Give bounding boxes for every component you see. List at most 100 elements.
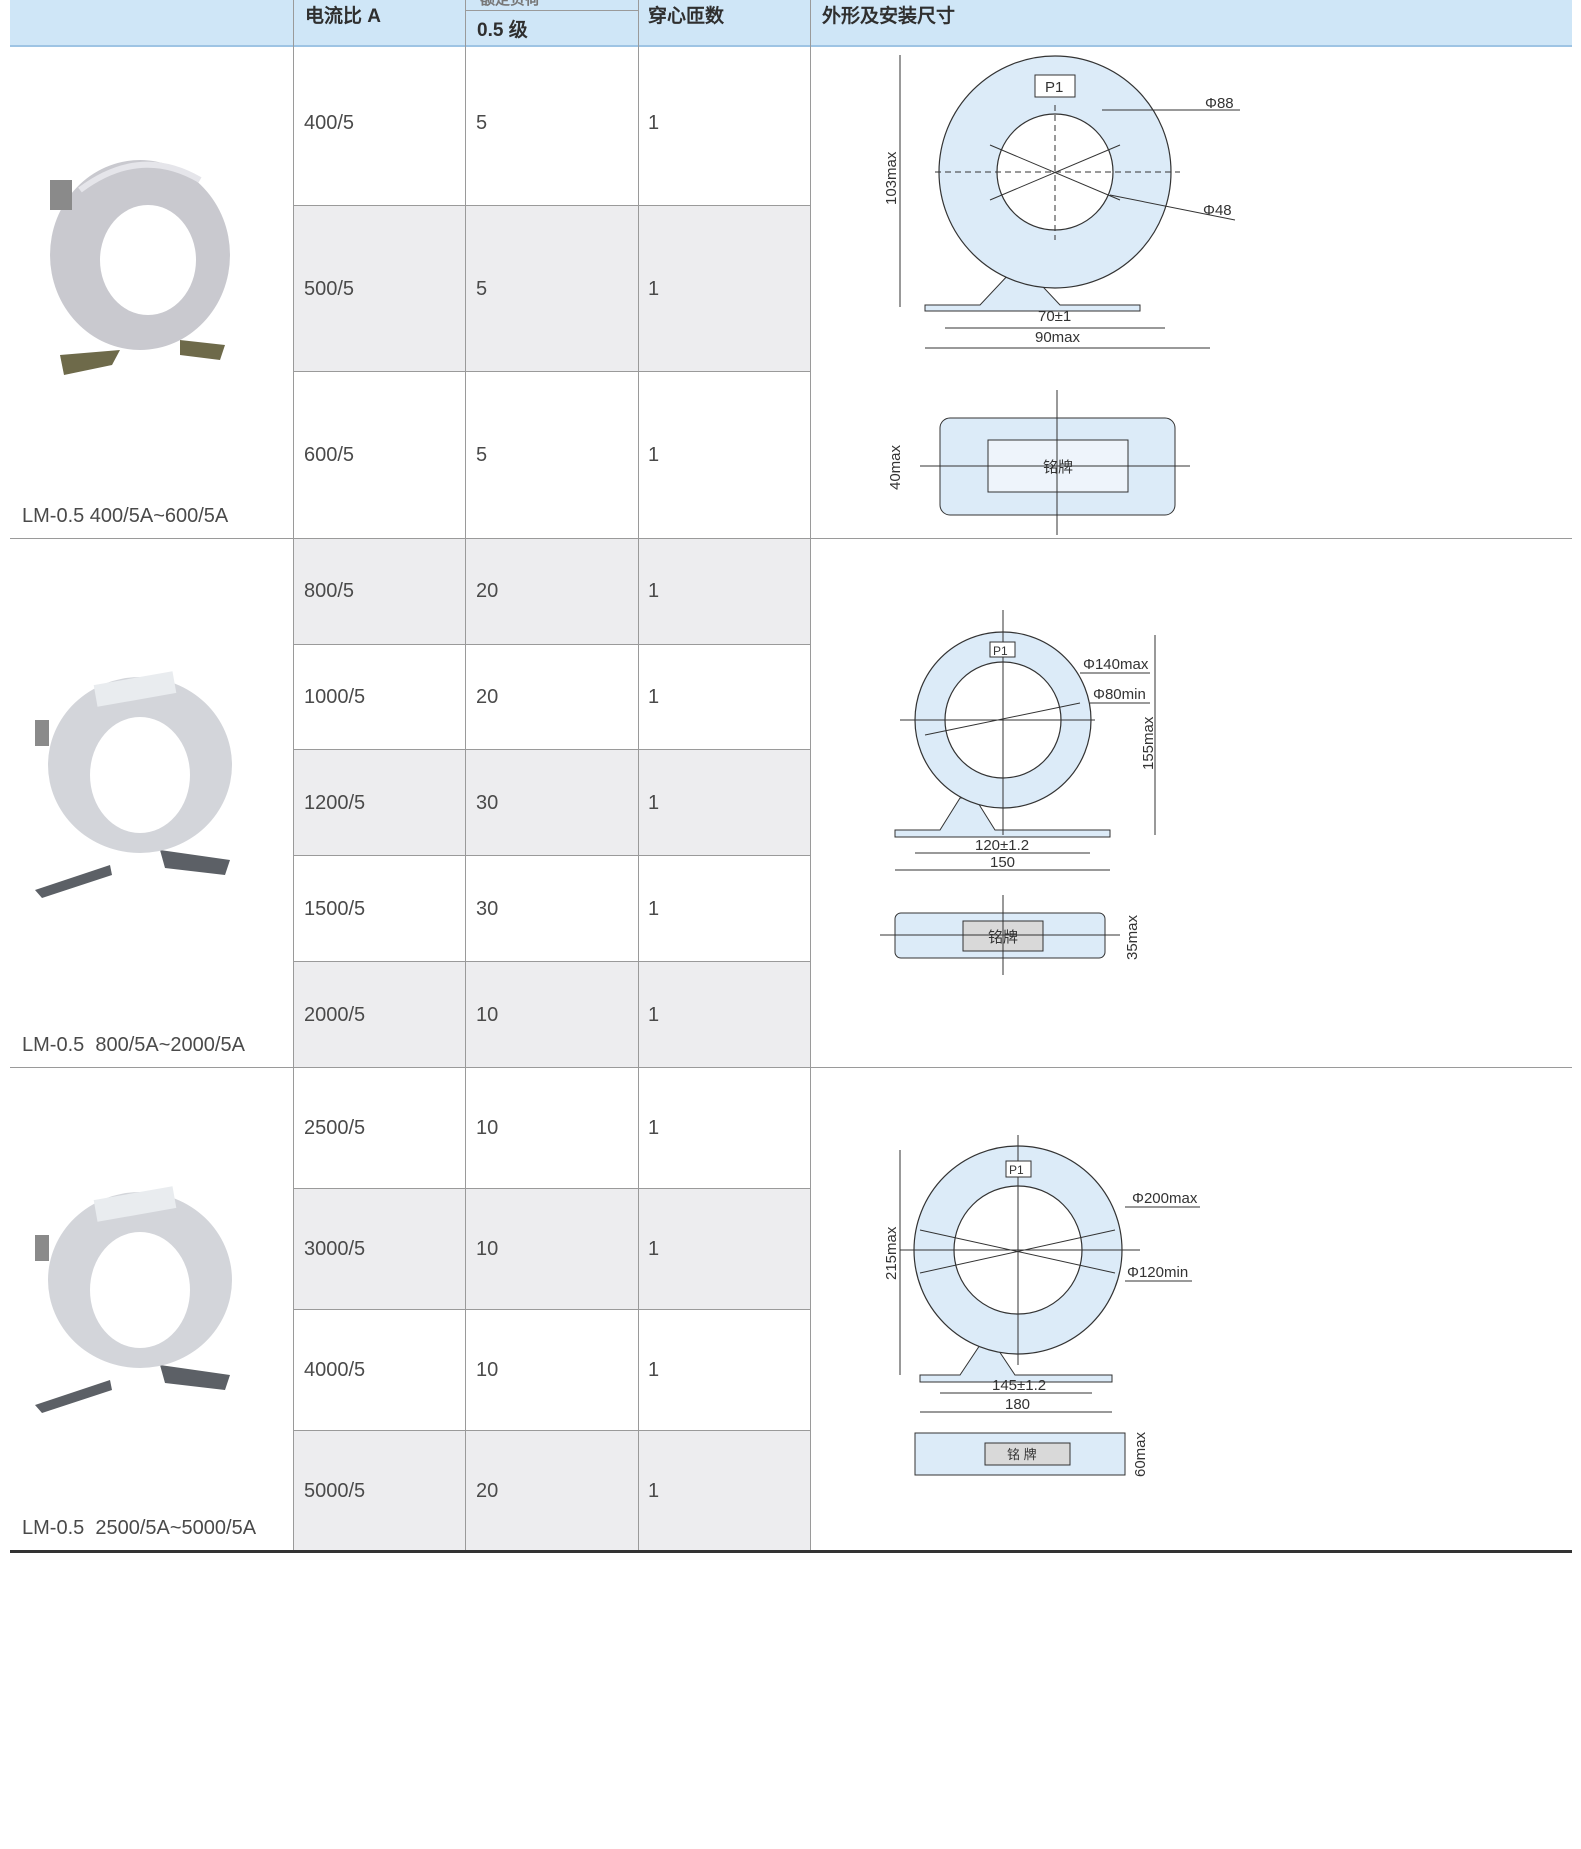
ratio-cell: 5000/5: [304, 1480, 366, 1502]
header-class: 0.5 级: [477, 20, 528, 41]
table-bottom-rule: [10, 1550, 1572, 1553]
terminal-label: P1: [1045, 79, 1063, 96]
table-header: [10, 0, 1572, 47]
row-band: [294, 206, 810, 372]
depth-dimension: 40max: [887, 444, 904, 490]
outer-diameter: Φ88: [1205, 95, 1234, 112]
height-dimension: 155max: [1140, 716, 1157, 770]
load-cell: 5: [476, 444, 488, 466]
load-cell: 20: [476, 686, 499, 708]
ratio-cell: 1200/5: [304, 792, 366, 814]
turns-cell: 1: [648, 580, 660, 602]
ratio-cell: 4000/5: [304, 1359, 366, 1381]
height-dimension: 103max: [883, 151, 900, 205]
ratio-cell: 1000/5: [304, 686, 366, 708]
row-band: [294, 539, 810, 644]
turns-cell: 1: [648, 112, 660, 134]
turns-cell: 1: [648, 1480, 660, 1502]
span-dimension: 145±1.2: [992, 1377, 1046, 1394]
row-divider: [294, 1430, 810, 1431]
row-band: [294, 1189, 810, 1310]
turns-cell: 1: [648, 1117, 660, 1139]
ratio-cell: 400/5: [304, 112, 355, 134]
row-divider: [294, 855, 810, 856]
ratio-cell: 1500/5: [304, 898, 366, 920]
dimension-drawing-front-3: P1 Φ200max Φ120min 215max 145±1.2 180: [883, 1135, 1200, 1413]
row-divider: [294, 1188, 810, 1189]
turns-cell: 1: [648, 1359, 660, 1381]
row-band: [294, 1431, 810, 1551]
header-load-top: 额定负荷: [480, 0, 540, 9]
header-ratio: 电流比 A: [305, 6, 382, 27]
product-photo-medium: [35, 671, 232, 898]
ratio-cell: 500/5: [304, 278, 355, 300]
load-cell: 30: [476, 898, 499, 920]
column-divider: [638, 0, 639, 1551]
inner-diameter: Φ48: [1203, 202, 1232, 219]
span-dimension: 120±1.2: [975, 837, 1029, 854]
depth-dimension: 60max: [1132, 1431, 1149, 1477]
turns-cell: 1: [648, 278, 660, 300]
width-dimension: 150: [990, 854, 1015, 871]
dimension-drawing-front-2: P1 Φ140max Φ80min 155max 120±1.2 150: [894, 610, 1157, 871]
outer-diameter: Φ200max: [1132, 1190, 1198, 1207]
row-divider: [294, 749, 810, 750]
ratio-cell: 2000/5: [304, 1004, 366, 1026]
terminal-label: P1: [993, 644, 1008, 658]
load-cell: 30: [476, 792, 499, 814]
group-divider: [10, 1067, 1572, 1068]
height-dimension: 215max: [883, 1226, 900, 1280]
model-label: LM-0.5 2500/5A~5000/5A: [22, 1517, 257, 1539]
row-divider: [294, 961, 810, 962]
inner-diameter: Φ80min: [1093, 686, 1146, 703]
row-divider: [294, 644, 810, 645]
dimension-drawing-side-1: 铭牌 40max: [887, 390, 1190, 535]
model-label: LM-0.5 800/5A~2000/5A: [22, 1034, 245, 1056]
turns-cell: 1: [648, 898, 660, 920]
depth-dimension: 35max: [1124, 914, 1141, 960]
load-cell: 10: [476, 1238, 499, 1260]
row-divider: [294, 205, 810, 206]
inner-diameter: Φ120min: [1127, 1264, 1188, 1281]
product-photo-large: [35, 1186, 232, 1413]
model-label: LM-0.5 400/5A~600/5A: [22, 505, 229, 527]
column-divider: [465, 0, 466, 1551]
group-divider: [10, 538, 1572, 539]
width-dimension: 180: [1005, 1396, 1030, 1413]
dimension-drawing-side-3: 铭 牌 60max: [914, 1431, 1149, 1477]
load-cell: 10: [476, 1359, 499, 1381]
row-band: [294, 750, 810, 856]
turns-cell: 1: [648, 686, 660, 708]
load-cell: 10: [476, 1117, 499, 1139]
row-divider: [294, 1309, 810, 1310]
dimension-drawing-side-2: 铭牌 35max: [880, 895, 1141, 975]
turns-cell: 1: [648, 1004, 660, 1026]
load-cell: 20: [476, 580, 499, 602]
row-divider: [294, 371, 810, 372]
row-band: [294, 962, 810, 1067]
ratio-cell: 600/5: [304, 444, 355, 466]
turns-cell: 1: [648, 1238, 660, 1260]
width-dimension: 90max: [1035, 329, 1081, 346]
outer-diameter: Φ140max: [1083, 656, 1149, 673]
column-divider: [293, 0, 294, 1551]
header-turns: 穿心匝数: [648, 6, 725, 27]
header-subdivider: [466, 10, 638, 11]
load-cell: 5: [476, 278, 488, 300]
terminal-label: P1: [1009, 1163, 1024, 1177]
ratio-cell: 2500/5: [304, 1117, 366, 1139]
column-divider: [810, 0, 811, 1551]
dimension-drawing-front-1: P1 Φ88 Φ48 103max 70±1 90max: [883, 55, 1240, 349]
nameplate-label: 铭牌: [1043, 459, 1073, 476]
product-photo-small: [50, 160, 230, 375]
span-dimension: 70±1: [1038, 308, 1071, 325]
load-cell: 10: [476, 1004, 499, 1026]
ratio-cell: 3000/5: [304, 1238, 366, 1260]
nameplate-label: 铭 牌: [1007, 1447, 1037, 1462]
turns-cell: 1: [648, 444, 660, 466]
turns-cell: 1: [648, 792, 660, 814]
load-cell: 5: [476, 112, 488, 134]
header-dims: 外形及安装尺寸: [822, 6, 956, 27]
ratio-cell: 800/5: [304, 580, 355, 602]
load-cell: 20: [476, 1480, 499, 1502]
